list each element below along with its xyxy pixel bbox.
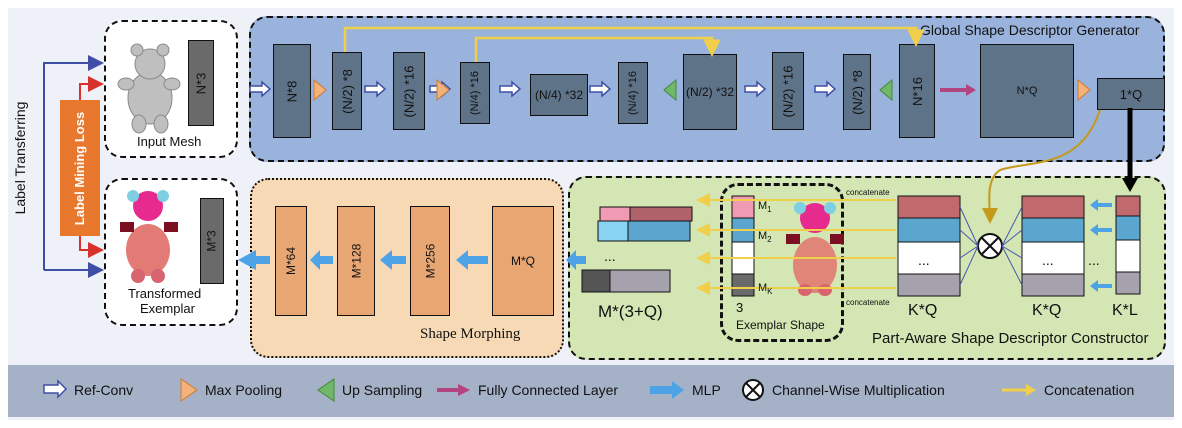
global-box-6: (N/4) *16 [618,62,648,124]
legend-bar [8,365,1174,417]
morph-box-m64: M*64 [275,206,307,316]
global-box-5-label: (N/4) *32 [534,88,584,102]
legend-label-mlp: MLP [692,382,721,398]
legend-label-concat: Concatenation [1044,382,1135,398]
morph-box-m256: M*256 [410,206,450,316]
legend-maxpool-icon [180,378,198,402]
legend-fc-icon [437,384,470,396]
kq1-label: K*Q [908,302,938,319]
exemplar-caption: Exemplar Shape [736,318,825,332]
legend-refconv-icon [43,379,68,399]
mk-sub: K [767,287,773,297]
legend-concat-icon [1002,384,1036,396]
concat-lines [696,193,896,295]
legend-mult-icon [742,379,764,401]
transformed-caption-2: Exemplar [140,301,195,316]
legend-label-fc: Fully Connected Layer [478,382,619,398]
dots-2: ... [918,252,930,268]
morph-box-mq: M*Q [492,206,554,316]
part-indicator-column [731,195,755,297]
kq-matrix-2 [1021,195,1085,297]
descriptor-to-kl-arrow [1122,108,1138,192]
global-box-12: 1*Q [1097,78,1165,110]
transformed-exemplar-shape [120,190,178,283]
global-box-2: (N/2) *8 [332,52,362,130]
input-dim-box: N*3 [188,40,214,126]
transformed-dim-box: M*3 [200,198,224,284]
morph-box-m128: M*128 [337,206,375,316]
global-box-7-label: (N/2) *32 [685,85,735,99]
dots-3: ... [1042,252,1054,268]
exemplar-shape-bear [786,202,844,296]
global-box-1: N*8 [273,44,311,138]
global-box-4: (N/4) *16 [460,62,490,124]
dots-1: ... [604,248,616,264]
legend-label-maxpool: Max Pooling [205,382,283,398]
skip-connections [343,26,925,62]
global-box-11-label: N*Q [1016,85,1038,97]
global-box-11: N*Q [980,44,1074,138]
legend-upsample-icon [317,378,335,402]
input-mesh-shape [117,43,181,134]
legend-icons [43,378,1036,402]
mlp-arrows-part [566,199,1112,292]
m2-label: M2 [758,230,772,245]
m1-label: M1 [758,200,772,215]
label-transfer-arrows [43,55,104,278]
channel-mult-node [977,233,1003,259]
exemplar-shape-panel [720,183,844,342]
kq-matrix-1 [897,195,961,297]
m1-sub: 1 [767,205,772,215]
dots-4: ... [1088,252,1100,268]
concat-bottom-label: concatenate [846,298,890,307]
ref-conv-arrows [249,80,837,98]
mq-feature-bars [581,206,693,293]
fan-lines [959,206,1023,286]
max-pooling-marks [313,78,1091,102]
global-box-3: (N/2) *16 [393,52,425,130]
kl-label: K*L [1112,302,1138,319]
fc-arrow [940,84,976,96]
up-sampling-marks [663,78,893,102]
legend-label-upsample: Up Sampling [342,382,423,398]
input-mesh-caption: Input Mesh [137,134,202,149]
exemplar-number: 3 [736,300,744,315]
kl-vector [1115,195,1141,295]
legend-label-refconv: Ref-Conv [74,382,134,398]
global-box-9: (N/2) *8 [843,54,871,130]
m2-sub: 2 [767,235,772,245]
shape-morphing-title: Shape Morphing [420,326,521,342]
legend-mlp-icon [650,381,684,399]
global-descriptor-title: Global Shape Descriptor Generator [920,22,1140,38]
mlp-arrows-morph [238,250,488,270]
mq-label: M*(3+Q) [598,302,663,321]
descriptor-to-mult-arrow [981,109,1101,224]
concat-top-label: concatenate [846,188,890,197]
morph-box-mq-label: M*Q [511,254,535,268]
transformed-caption-1: Transformed [128,286,202,301]
part-aware-title: Part-Aware Shape Descriptor Constructor [872,330,1149,347]
global-box-5: (N/4) *32 [530,74,588,116]
global-box-12-label: 1*Q [1119,86,1143,102]
label-mining-loss-box: Label Mining Loss [60,100,100,236]
legend-label-mult: Channel-Wise Multiplication [772,382,945,398]
kq2-label: K*Q [1032,302,1062,319]
global-box-8: (N/2) *16 [772,52,804,130]
mk-label: MK [758,282,773,297]
global-box-7: (N/2) *32 [683,54,737,130]
